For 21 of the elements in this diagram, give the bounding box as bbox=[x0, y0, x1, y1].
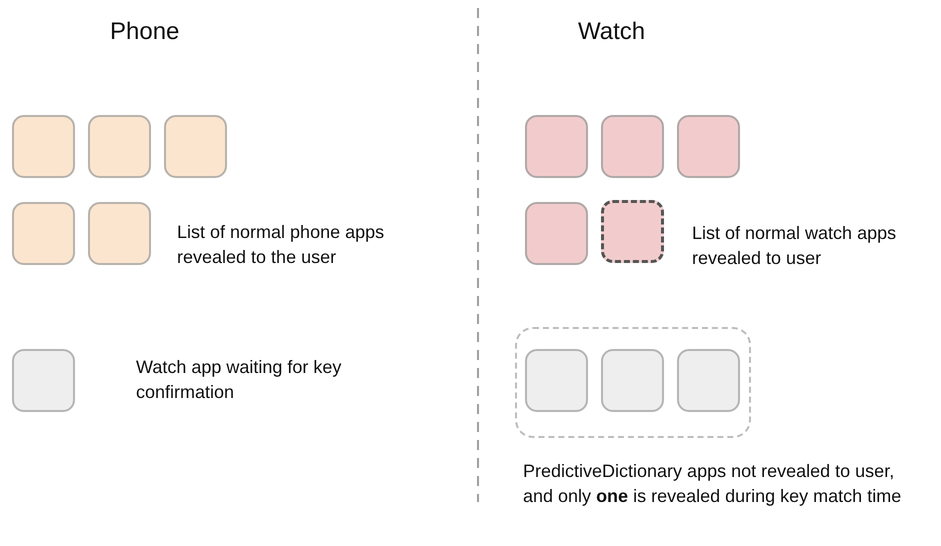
app-tile bbox=[12, 202, 75, 265]
description-text: List of normal watch apps revealed to user bbox=[692, 222, 897, 270]
app-tile bbox=[12, 349, 75, 412]
column-heading: Watch bbox=[578, 17, 646, 47]
dashed-app-tile bbox=[601, 200, 664, 263]
column-heading: Phone bbox=[110, 17, 180, 47]
app-tile bbox=[677, 349, 740, 412]
description-text: Watch app waiting for key confirmation bbox=[136, 356, 342, 404]
app-tile bbox=[88, 202, 151, 265]
app-tile bbox=[525, 115, 588, 178]
app-tile bbox=[525, 349, 588, 412]
app-tile bbox=[164, 115, 227, 178]
app-tile bbox=[677, 115, 740, 178]
app-tile bbox=[88, 115, 151, 178]
app-tile bbox=[601, 349, 664, 412]
description-text: List of normal phone apps revealed to the user bbox=[177, 221, 386, 269]
dashed-group-outline bbox=[515, 327, 751, 438]
app-tile bbox=[525, 202, 588, 265]
app-tile bbox=[601, 115, 664, 178]
description-text: PredictiveDictionary apps not revealed to user, and only one is revealed during key match time bbox=[523, 460, 902, 508]
app-tile bbox=[12, 115, 75, 178]
